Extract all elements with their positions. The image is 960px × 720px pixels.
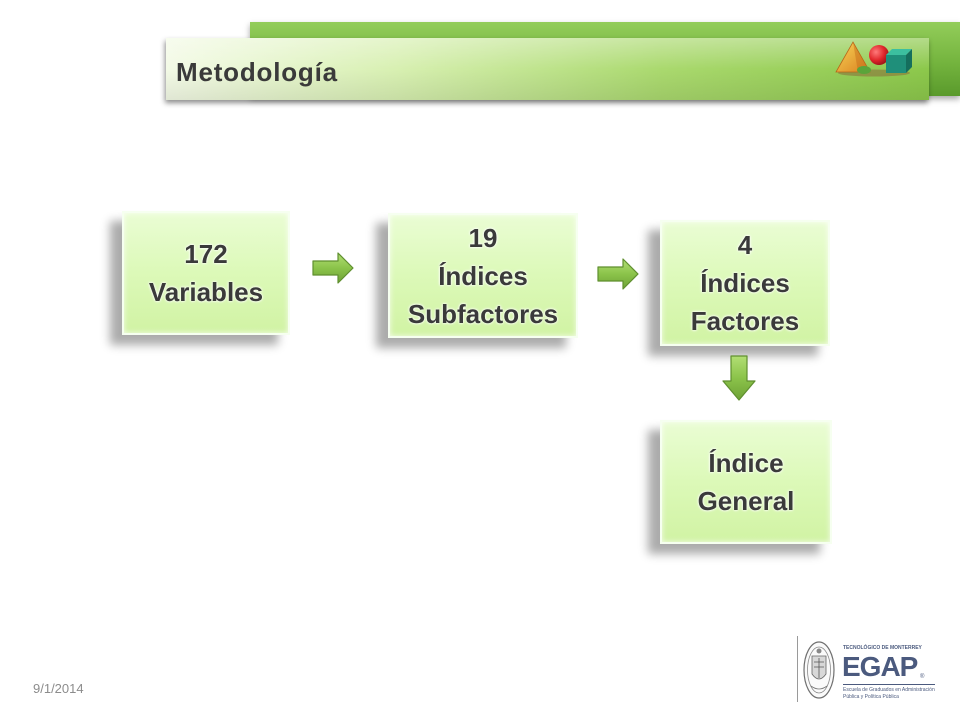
node-number: 19 [468, 222, 498, 253]
logo-tagline: Pública y Política Pública [843, 694, 899, 700]
logo-divider [797, 636, 798, 702]
shapes-icon [835, 41, 912, 77]
logo-wordmark: EGAP [842, 651, 918, 682]
general-index-box: Índice General [660, 420, 832, 544]
factor-indices-box: 4 Índices Factores [660, 220, 830, 346]
down-arrow-icon [722, 355, 756, 401]
node-label: Variables [148, 277, 264, 307]
right-arrow-icon [312, 252, 354, 284]
institution-name: TECNOLÓGICO DE MONTERREY [843, 645, 922, 651]
title-bar [166, 38, 929, 100]
node-label: Subfactores [407, 298, 559, 329]
node-label: Índices [700, 268, 790, 298]
registered-mark: ® [920, 674, 925, 680]
variables-box: 172 Variables [122, 211, 290, 335]
node-label: Factores [690, 306, 800, 336]
egap-logo: TECNOLÓGICO DE MONTERREY EGAP ® Escuela … [797, 636, 947, 704]
page-title: Metodología [176, 57, 338, 87]
node-number: 172 [184, 239, 228, 269]
subfactor-indices-box: 19 Índices Subfactores [388, 213, 578, 338]
node-label: Índices [438, 260, 528, 291]
seal-icon [803, 641, 835, 699]
slide-date: 9/1/2014 [33, 681, 84, 696]
logo-tagline: Escuela de Graduados en Administración [843, 687, 935, 693]
node-label: Índice [708, 448, 784, 478]
logo-underline [843, 684, 935, 685]
right-arrow-icon [597, 258, 639, 290]
node-label: General [697, 486, 795, 516]
node-number: 4 [737, 230, 753, 260]
